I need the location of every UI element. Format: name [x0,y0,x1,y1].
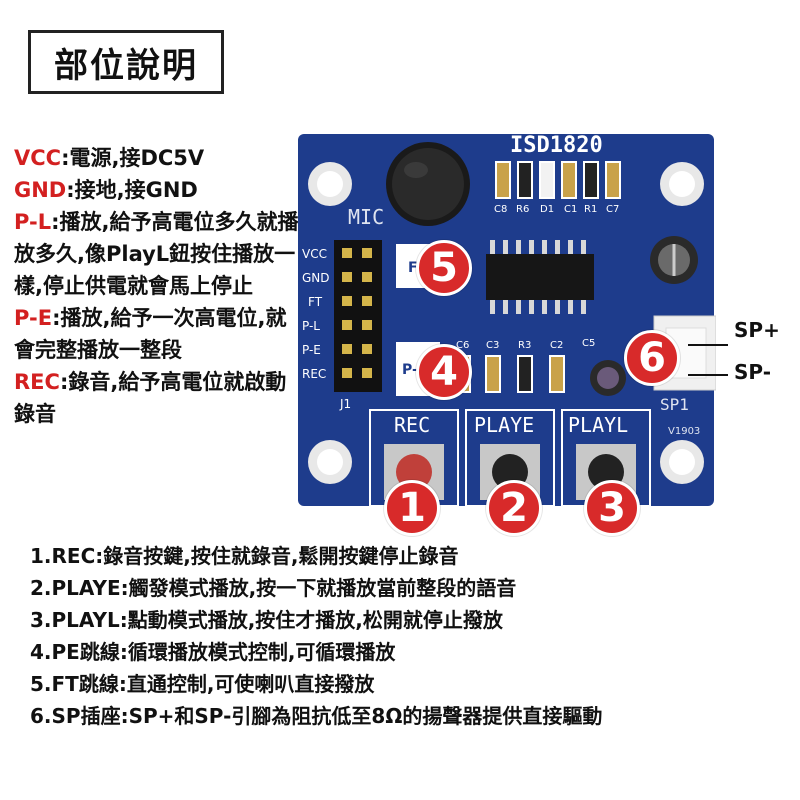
note-6: 6.SP插座:SP+和SP-引腳為阻抗低至8Ω的揚聲器提供直接驅動 [30,704,603,728]
badge-6: 6 [624,330,680,386]
badge-2: 2 [486,480,542,536]
comp-r3: R3 [518,340,531,351]
pin-label-vcc: VCC [14,146,62,170]
hdr-j1: J1 [339,397,351,411]
sp-plus-label: SP+ [734,318,780,342]
capacitor-small [590,360,626,396]
chip-silk: ISD1820 [510,133,603,158]
pin-label-pe: P-E [14,306,53,330]
mounting-holes [308,162,704,484]
btn-label-rec: REC [394,413,430,437]
comp-c7: C7 [606,204,619,215]
top-component-labels: C8 R6 D1 C1 R1 C7 [494,204,619,215]
comp-c6: C6 [456,340,469,351]
pin-desc-gnd: :接地,接GND [66,178,198,202]
mic-silk: MIC [348,205,384,229]
page-title: 部位說明 [28,30,224,94]
pin-label-rec: REC [14,370,60,394]
comp-d1: D1 [540,204,554,215]
btn-label-playl: PLAYL [568,413,628,437]
hdr-rec: REC [302,367,326,381]
hdr-gnd: GND [302,271,330,285]
pin-label-pl: P-L [14,210,52,234]
hdr-ft: FT [308,295,323,309]
comp-r1: R1 [584,204,597,215]
note-2: 2.PLAYE:觸發模式播放,按一下就播放當前整段的語音 [30,576,517,600]
comp-c5: C5 [582,338,595,349]
comp-r6: R6 [516,204,529,215]
pin-label-gnd: GND [14,178,67,202]
note-1: 1.REC:錄音按鍵,按住就錄音,鬆開按鍵停止錄音 [30,544,459,568]
header-labels: VCC GND FT P-L P-E REC J1 [302,247,351,411]
comp-c2: C2 [550,340,563,351]
sp1-silk: SP1 [660,395,689,414]
pin-descriptions: VCC:電源,接DC5V GND:接地,接GND P-L:播放,給予高電位多久就… [14,142,304,430]
comp-c1: C1 [564,204,577,215]
btn-label-playe: PLAYE [474,413,534,437]
pcb [298,134,714,506]
sp-plus-line [688,344,728,346]
comp-c8: C8 [494,204,507,215]
sp-minus-label: SP- [734,360,772,384]
isd1820-board: MIC ISD1820 C8 R6 D1 C1 R1 C7 [296,132,716,508]
pin-desc-pe: :播放,給予一次高電位,就會完整播放一整段 [14,306,287,362]
pin-header [334,240,382,392]
notes-list: 1.REC:錄音按鍵,按住就錄音,鬆開按鍵停止錄音 2.PLAYE:觸發模式播放… [30,540,790,732]
top-components [495,161,621,199]
badge-3: 3 [584,480,640,536]
version-silk: V1903 [668,426,700,437]
pin-desc-vcc: :電源,接DC5V [61,146,205,170]
mid-component-labels: C6 C3 R3 C2 C5 [456,338,595,351]
board-illustration: MIC ISD1820 C8 R6 D1 C1 R1 C7 [298,133,716,507]
note-3: 3.PLAYL:點動模式播放,按住才播放,松開就停止撥放 [30,608,503,632]
badge-4: 4 [416,344,472,400]
hdr-pl: P-L [302,319,320,333]
button-labels: REC PLAYE PLAYL [394,413,628,437]
note-4: 4.PE跳線:循環播放模式控制,可循環播放 [30,640,396,664]
comp-c3: C3 [486,340,499,351]
hdr-vcc: VCC [302,247,327,261]
capacitor-large [650,236,698,284]
badge-1: 1 [384,480,440,536]
ic-chip [486,240,594,314]
pin-desc-pl: :播放,給予高電位多久就播放多久,像PlayL鈕按住播放一樣,停止供電就會馬上停… [14,210,299,298]
hdr-pe: P-E [302,343,321,357]
note-5: 5.FT跳線:直通控制,可使喇叭直接撥放 [30,672,375,696]
sp-minus-line [688,374,728,376]
badge-5: 5 [416,240,472,296]
pin-desc-rec: :錄音,給予高電位就啟動錄音 [14,370,287,426]
microphone-icon [386,142,470,226]
